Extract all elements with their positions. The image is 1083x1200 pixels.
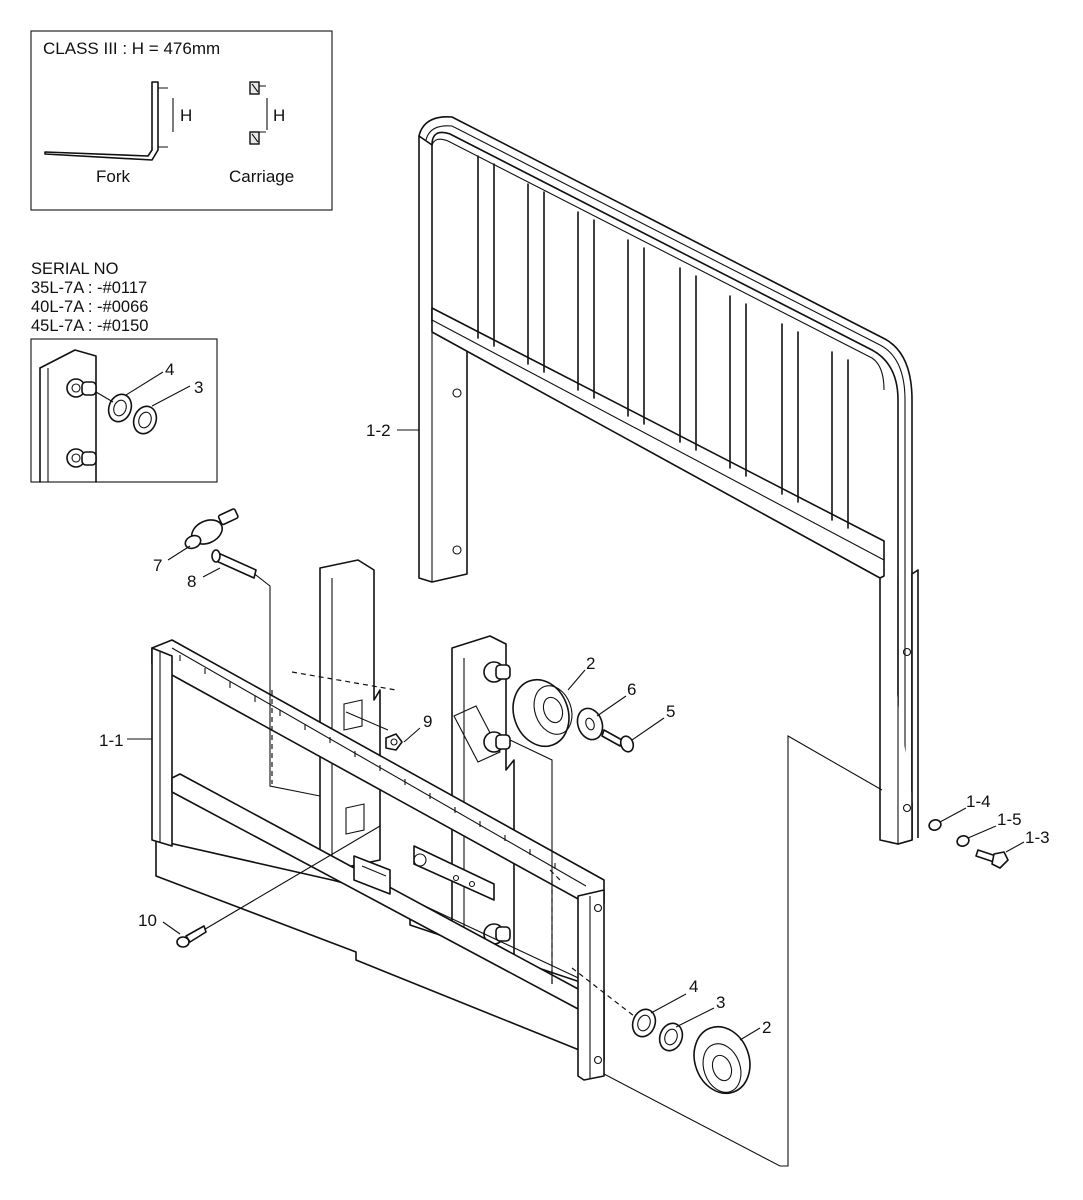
load-backrest <box>418 116 919 845</box>
part-1-4-washer <box>928 819 942 831</box>
roller-upper <box>512 678 635 753</box>
part-8-bolt <box>211 549 257 579</box>
carriage-h-label: H <box>273 106 285 125</box>
class-note-frame <box>30 30 333 211</box>
callout-1-2: 1-2 <box>366 421 391 440</box>
washer-6 <box>576 707 604 741</box>
callout-1-3: 1-3 <box>1025 828 1050 847</box>
inset-callout-3: 3 <box>194 378 203 397</box>
part-7-stopper <box>184 508 239 550</box>
fork-label: Fork <box>96 167 131 186</box>
carriage-sketch: H <box>249 81 285 145</box>
class-note-panel: CLASS III : H = 476mm H Fork H Carriage <box>30 30 333 211</box>
callout-5: 5 <box>666 702 675 721</box>
part-10-bolt <box>176 925 207 948</box>
callout-leaders <box>127 429 1025 1041</box>
callout-3-lower: 3 <box>716 993 725 1012</box>
callout-8: 8 <box>187 572 196 591</box>
callout-6: 6 <box>627 680 636 699</box>
backrest-bars <box>477 155 849 529</box>
callout-1-5: 1-5 <box>997 810 1022 829</box>
serial-line-2: 40L-7A : -#0066 <box>31 298 148 316</box>
callout-labels: 1-2 1-1 7 8 9 10 2 6 5 1-4 1-5 1-3 4 3 2 <box>99 421 1050 1037</box>
callout-9: 9 <box>423 712 432 731</box>
washer-3-lower <box>658 1022 684 1052</box>
detail-inset: 4 3 <box>30 338 218 483</box>
callout-2-lower: 2 <box>762 1018 771 1037</box>
top-bar-notches <box>179 655 556 869</box>
serial-line-1: 35L-7A : -#0117 <box>31 279 147 297</box>
callout-10: 10 <box>138 911 157 930</box>
inset-washer-3 <box>132 405 158 435</box>
callout-1-4: 1-4 <box>966 792 991 811</box>
callout-7: 7 <box>153 556 162 575</box>
washer-4-lower <box>631 1008 657 1038</box>
fork-sketch: H <box>44 81 192 161</box>
class-note-title: CLASS III : H = 476mm <box>43 39 220 58</box>
callout-4-lower: 4 <box>689 977 698 996</box>
fork-h-label: H <box>180 106 192 125</box>
inset-washer-4 <box>107 393 133 423</box>
part-1-3-bolt <box>975 849 1009 869</box>
carriage <box>151 559 635 1081</box>
detail-frame <box>30 338 218 483</box>
callout-2-upper: 2 <box>586 654 595 673</box>
serial-line-3: 45L-7A : -#0150 <box>31 317 148 335</box>
roller-2-lower <box>693 1025 751 1095</box>
roller-lower <box>631 1008 751 1095</box>
part-9-nut <box>385 733 403 751</box>
bolt-5 <box>601 729 623 747</box>
callout-1-1: 1-1 <box>99 731 124 750</box>
serial-heading: SERIAL NO <box>31 260 119 278</box>
inset-callout-4: 4 <box>165 360 174 379</box>
part-1-5-washer <box>956 835 970 847</box>
roller-2-upper <box>512 678 570 748</box>
carriage-label: Carriage <box>229 167 294 186</box>
serial-note: SERIAL NO 35L-7A : -#0117 40L-7A : -#006… <box>31 260 148 335</box>
exploded-lines <box>189 571 883 1167</box>
